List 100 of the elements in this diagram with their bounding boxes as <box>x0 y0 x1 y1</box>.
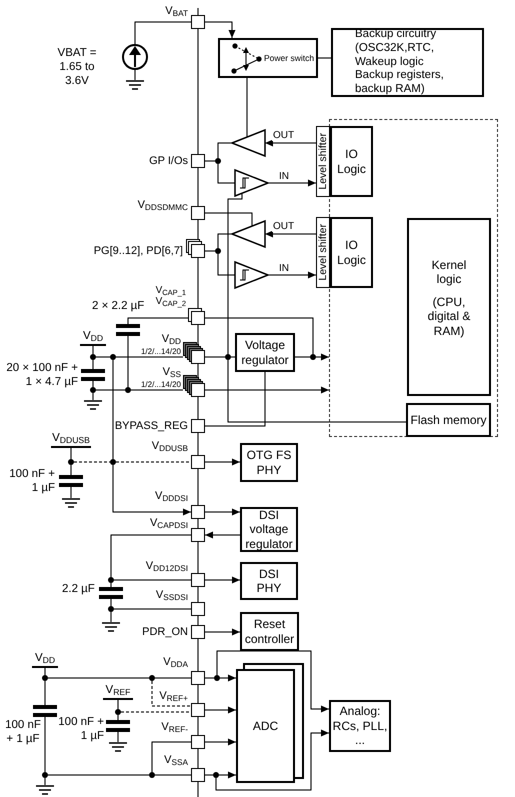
connector-line <box>44 778 46 786</box>
connector-line <box>152 680 192 706</box>
connector-line <box>152 742 192 772</box>
connector-line <box>228 360 406 422</box>
pin-pad <box>191 625 205 639</box>
connector-line <box>154 774 192 776</box>
pin-pad <box>186 239 205 258</box>
function-block <box>240 562 298 600</box>
junction-dot <box>213 772 219 778</box>
junction-dot <box>125 387 131 393</box>
connector-line <box>204 212 252 226</box>
supply-name-label: V$_{DDUSB}$ <box>52 432 90 446</box>
pin-pad <box>191 735 205 749</box>
pin-pad <box>183 375 205 397</box>
supply-range-label: VBAT = 1.65 to 3.6V <box>56 47 98 88</box>
pin-name-label: V$_{DD12DSI}$ <box>146 560 188 574</box>
ground-symbol <box>36 785 54 795</box>
block-label: DSI PHY <box>256 566 282 596</box>
pin-name-label: V$_{DDDSI}$ <box>154 490 188 504</box>
function-block <box>331 28 484 97</box>
supply-name-label: V$_{REF}$ <box>106 684 130 698</box>
level-shifter-strip <box>316 126 330 197</box>
connector-arrow <box>204 532 240 538</box>
connector-line <box>204 250 216 252</box>
pin-name-label: BYPASS_REG <box>114 420 188 433</box>
pin-pad <box>191 206 205 220</box>
connector-line <box>70 464 72 476</box>
ground-symbol <box>84 400 102 410</box>
connector-arrow <box>204 22 236 38</box>
connector-line <box>218 254 236 276</box>
connector-line <box>44 716 46 772</box>
connector-line <box>228 192 242 354</box>
connector-arrow <box>204 458 240 466</box>
connector-line <box>110 582 112 588</box>
connector-arrow <box>268 180 316 186</box>
capacitor-symbol <box>99 587 123 599</box>
connector-line <box>204 356 226 358</box>
connector-line <box>204 372 266 426</box>
capacitor-value-label: 100 nF + 1 µF <box>58 716 104 744</box>
function-block <box>330 217 373 288</box>
connector-line <box>44 680 46 706</box>
connector-arrow <box>216 650 330 712</box>
connector-arrow <box>316 354 330 360</box>
pin-name-label: V$_{CAP_2}$ <box>156 296 186 308</box>
pin-name-label: V$_{SSDSI}$ <box>156 589 188 603</box>
ground-symbol <box>126 80 144 90</box>
connector-line <box>110 612 112 622</box>
junction-dot <box>110 459 116 465</box>
connector-line <box>70 448 72 460</box>
output-buffer-symbol <box>232 221 265 247</box>
capacitor-symbol <box>106 720 130 732</box>
junction-dot <box>110 354 116 360</box>
pin-pad <box>188 308 205 325</box>
connector-line <box>44 668 46 676</box>
connector-arrow <box>264 230 316 238</box>
block-label: Kernel logic <box>430 258 468 287</box>
pin-name-label: V$_{SSA}$ <box>164 754 188 768</box>
pin-pad <box>191 154 205 168</box>
connector-line <box>246 78 248 138</box>
junction-dot <box>225 354 231 360</box>
supply-name-label: V$_{DD}$ <box>82 330 104 344</box>
connector-arrow <box>204 628 240 636</box>
block-label: DSI voltage regulator <box>244 508 294 552</box>
connector-line <box>96 356 110 358</box>
connector-line <box>92 346 94 354</box>
junction-dot <box>90 387 96 393</box>
connector-arrow <box>204 508 240 516</box>
schmitt-trigger-buffer-symbol <box>235 262 268 288</box>
function-block <box>406 403 491 437</box>
junction-dot <box>108 606 114 612</box>
pin-name-label: V$_{DDA}$ <box>163 656 188 670</box>
capacitor-value-label: 100 nF + 1 µF <box>8 468 55 496</box>
pin-name-label: PG[9..12], PD[6,7] <box>94 245 183 258</box>
connector-line <box>134 70 136 80</box>
function-block <box>235 333 295 372</box>
block-label: Power switch <box>264 53 314 64</box>
pin-pad <box>191 455 205 469</box>
pin-name-label: PDR_ON <box>142 626 188 639</box>
connector-arrow <box>264 140 316 146</box>
junction-dot <box>42 772 48 778</box>
pin-name-label: V$_{REF-}$ <box>161 721 188 735</box>
junction-dot <box>215 158 221 164</box>
ground-symbol <box>102 622 120 632</box>
block-label: Voltage regulator <box>240 338 290 367</box>
connector-line <box>114 608 192 610</box>
pin-name-label: 1/2/...14/20 <box>140 380 181 390</box>
connector-line <box>92 392 94 400</box>
junction-dot <box>310 354 316 360</box>
current-source-symbol <box>122 44 148 70</box>
connector-line <box>48 774 150 776</box>
level-shifter-strip <box>316 217 330 288</box>
block-label: Analog: RCs, PLL, ... <box>332 704 388 748</box>
connector-line <box>112 360 114 460</box>
function-block <box>240 443 298 482</box>
connector-arrow <box>218 772 236 778</box>
block-label: Level shifter <box>316 133 330 190</box>
pin-name-label: V$_{SS}$ <box>162 366 181 380</box>
block-label: (CPU, digital & RAM) <box>426 294 472 338</box>
signal-label: OUT <box>272 221 296 232</box>
pin-pad <box>191 573 205 587</box>
